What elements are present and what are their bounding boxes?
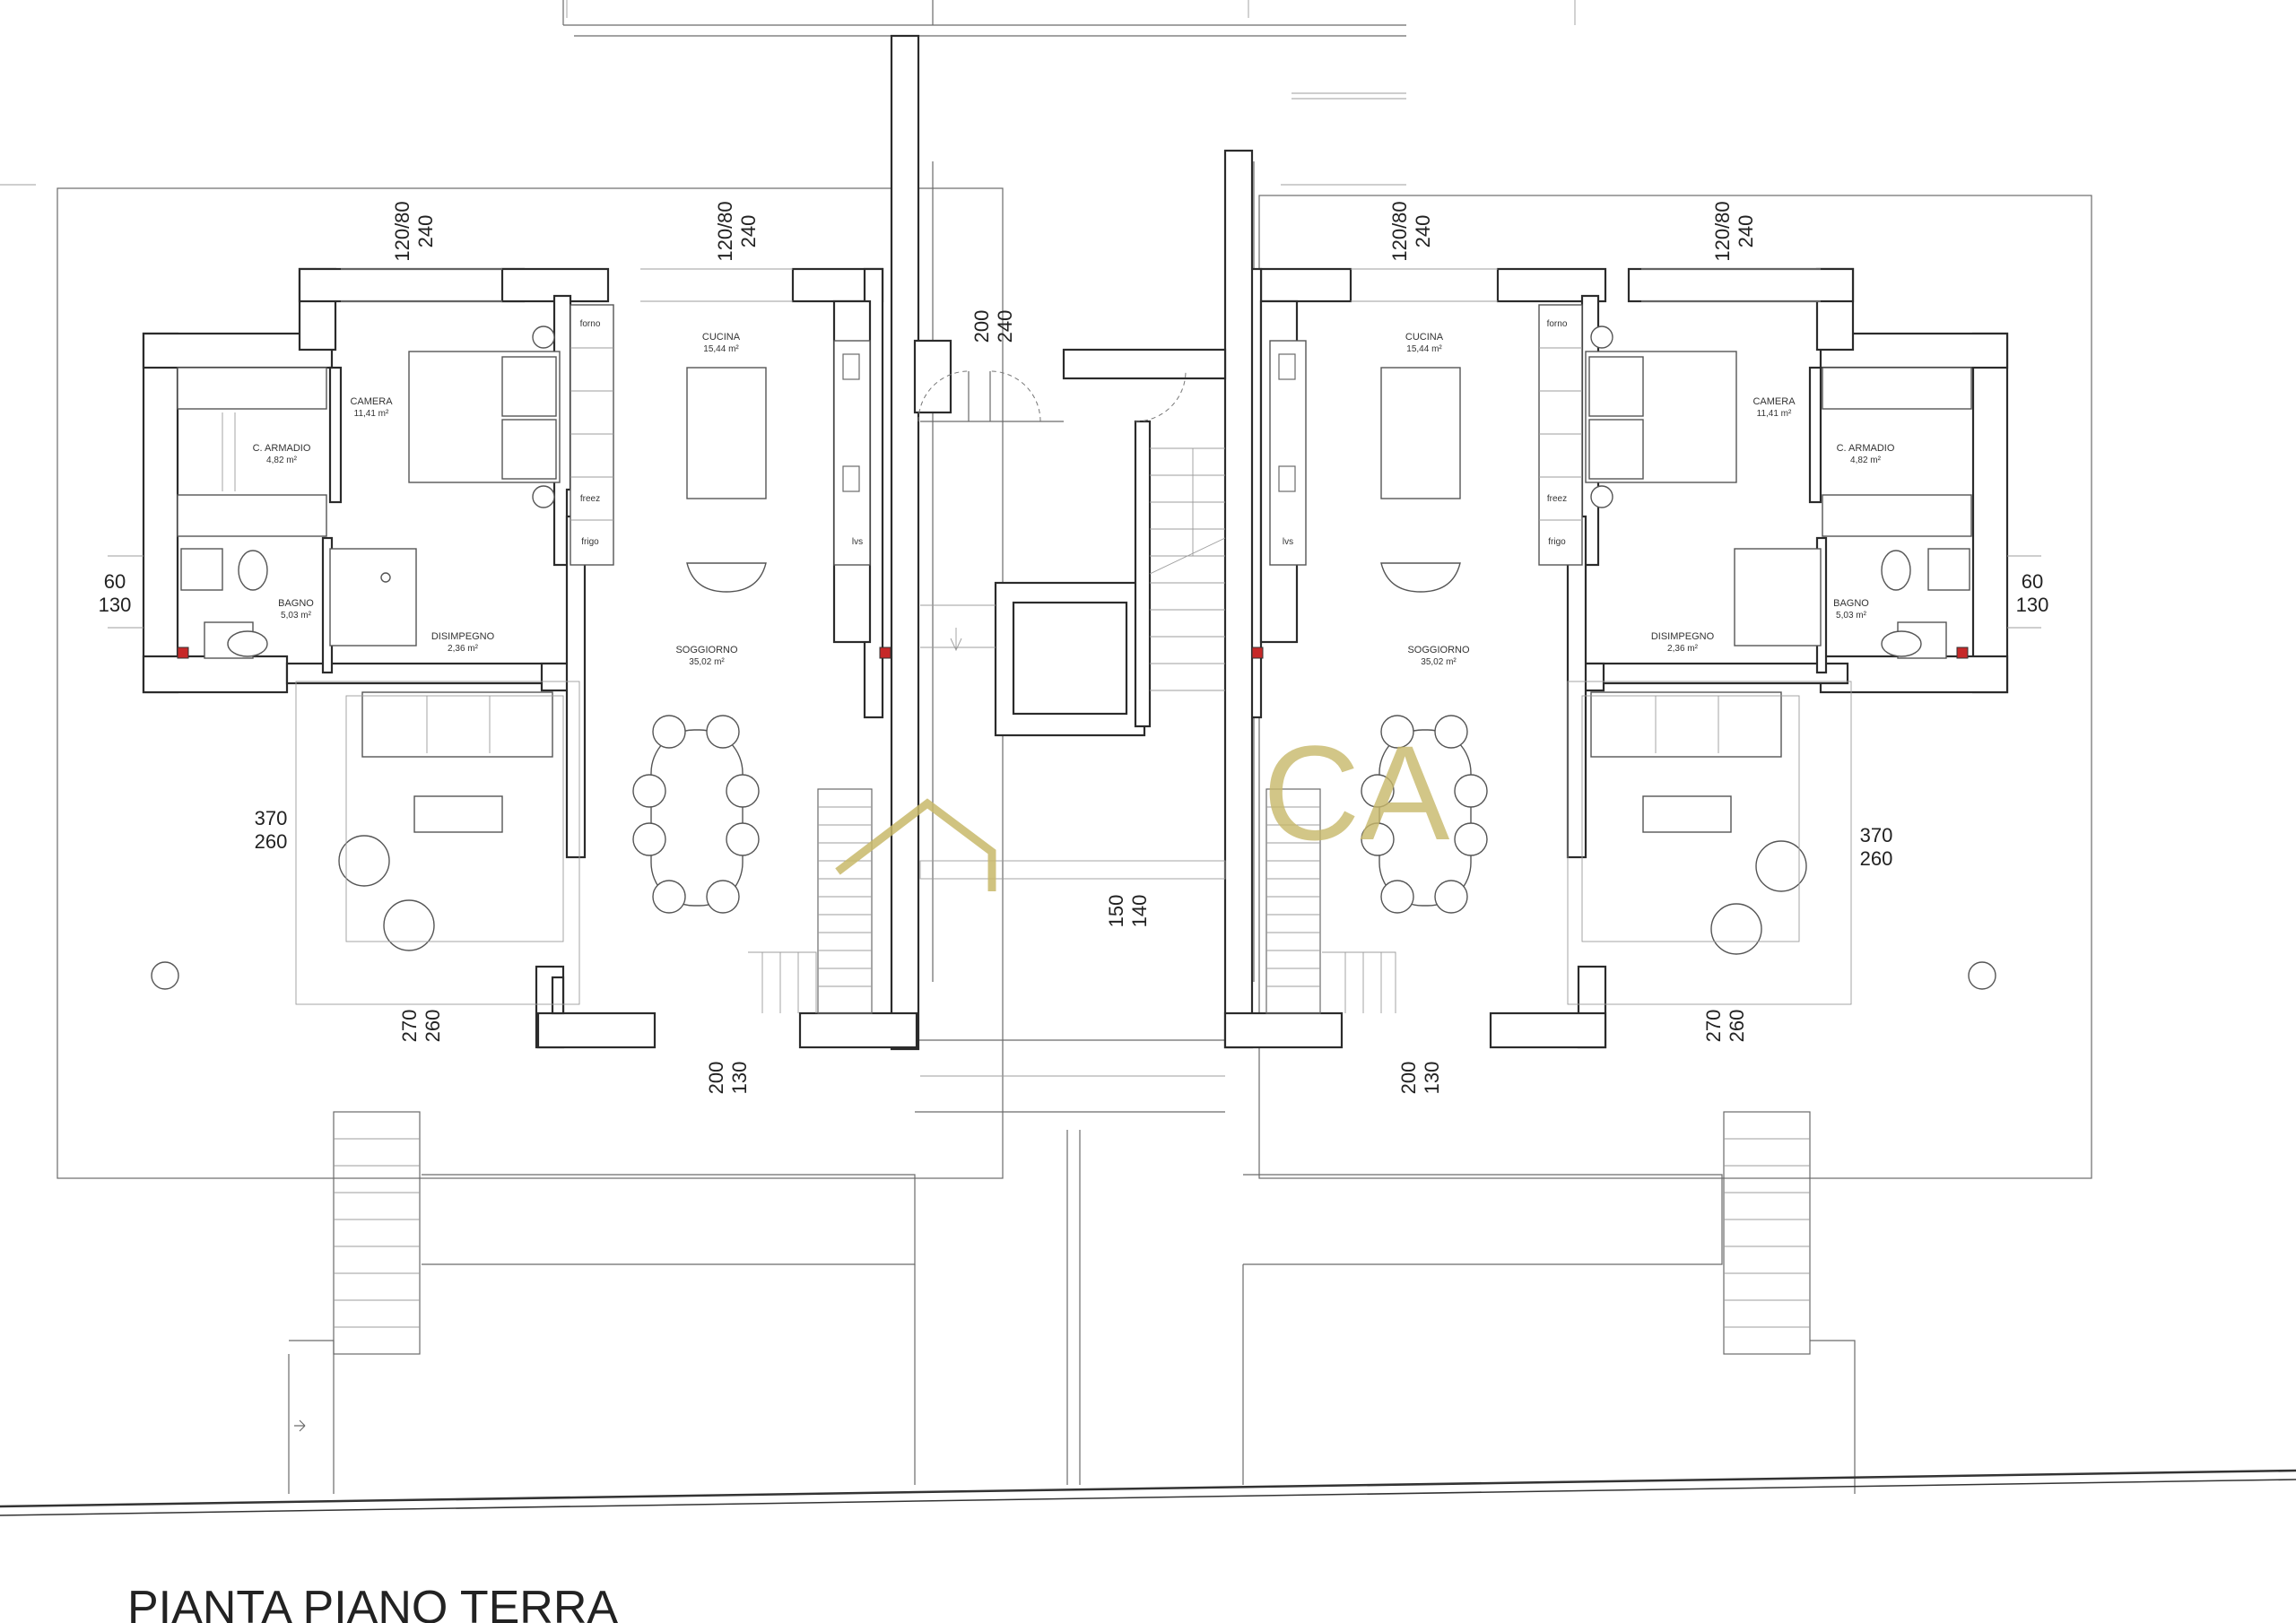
left-armadio-label: C. ARMADIO — [253, 443, 311, 454]
right-armadio-area: 4,82 m² — [1850, 456, 1882, 465]
dim-left-living-top: 370 — [255, 807, 288, 829]
right-freez-label: freez — [1547, 494, 1567, 504]
dim-left-bagno-bottom: 130 — [99, 594, 132, 616]
ground-line — [0, 1469, 2296, 1516]
right-disimpegno-label: DISIMPEGNO — [1651, 631, 1715, 642]
dim-right-camera-top: 120/80 — [1711, 201, 1734, 261]
dim-left-cucina-bottom: 240 — [737, 215, 760, 248]
right-forno-label: forno — [1547, 319, 1568, 329]
right-armadio-label: C. ARMADIO — [1837, 443, 1895, 454]
dim-left-cucina-top: 120/80 — [714, 201, 736, 261]
right-camera-label: CAMERA — [1752, 396, 1796, 407]
dim-right-bagno-top: 60 — [2022, 570, 2043, 593]
dim-entrance-bottom: 240 — [994, 310, 1016, 343]
right-camera-area: 11,41 m² — [1757, 409, 1792, 419]
dimension-labels: 120/80 240 120/80 240 200 240 120/80 240… — [99, 201, 2049, 1094]
right-room-labels: CAMERA 11,41 m² C. ARMADIO 4,82 m² CUCIN… — [1283, 319, 1895, 667]
right-soggiorno-label: SOGGIORNO — [1407, 645, 1470, 655]
left-bagno-area: 5,03 m² — [281, 611, 312, 621]
right-cucina-area: 15,44 m² — [1406, 344, 1442, 354]
left-freez-label: freez — [580, 494, 600, 504]
living-stairs — [748, 788, 1396, 1014]
left-frigo-label: frigo — [581, 537, 599, 547]
left-cucina-area: 15,44 m² — [703, 344, 739, 354]
left-soggiorno-label: SOGGIORNO — [675, 645, 738, 655]
top-boundary — [0, 0, 1576, 186]
left-bagno-label: BAGNO — [278, 598, 314, 609]
dim-left-front-top: 270 — [398, 1010, 421, 1043]
dim-left-bagno-top: 60 — [104, 570, 126, 593]
left-forno-label: forno — [580, 319, 601, 329]
dim-right-front-top: 270 — [1702, 1010, 1725, 1043]
dim-left-living-bottom: 260 — [255, 830, 288, 853]
watermark-logo: CA — [835, 717, 1449, 891]
dim-left-front-bottom: 260 — [422, 1010, 444, 1043]
dim-right-living-bottom: 260 — [1860, 847, 1893, 870]
right-soggiorno-area: 35,02 m² — [1421, 657, 1457, 667]
right-disimpegno-area: 2,36 m² — [1667, 644, 1699, 654]
left-camera-area: 11,41 m² — [354, 409, 389, 419]
dim-entrance-top: 200 — [970, 310, 993, 343]
window-lines — [108, 268, 2041, 629]
left-disimpegno-label: DISIMPEGNO — [431, 631, 495, 642]
dim-left-camera-bottom: 240 — [414, 215, 437, 248]
dim-left-door-top: 200 — [705, 1062, 727, 1095]
right-bagno-area: 5,03 m² — [1836, 611, 1867, 621]
right-frigo-label: frigo — [1548, 537, 1566, 547]
left-furniture — [151, 304, 891, 1005]
watermark-text: CA — [1263, 717, 1449, 868]
right-bagno-label: BAGNO — [1833, 598, 1869, 609]
right-furniture — [1251, 304, 1996, 1005]
exterior-stairs — [288, 1111, 1856, 1494]
dim-right-cucina-top: 120/80 — [1388, 201, 1411, 261]
right-cucina-label: CUCINA — [1405, 332, 1444, 343]
central-core — [918, 348, 1227, 1077]
dim-center-top: 150 — [1105, 895, 1127, 928]
left-cucina-label: CUCINA — [702, 332, 741, 343]
dim-right-camera-bottom: 240 — [1735, 215, 1757, 248]
left-armadio-area: 4,82 m² — [266, 456, 298, 465]
dim-left-door-bottom: 130 — [728, 1062, 751, 1095]
page-title: PIANTA PIANO TERRA — [127, 1582, 618, 1623]
left-soggiorno-area: 35,02 m² — [689, 657, 725, 667]
dim-right-bagno-bottom: 130 — [2016, 594, 2049, 616]
left-lvs-label: lvs — [852, 537, 863, 547]
dim-right-front-bottom: 260 — [1726, 1010, 1748, 1043]
dim-right-living-top: 370 — [1860, 824, 1893, 846]
dim-right-door-top: 200 — [1397, 1062, 1420, 1095]
dim-right-door-bottom: 130 — [1421, 1062, 1443, 1095]
dim-right-cucina-bottom: 240 — [1412, 215, 1434, 248]
dim-left-camera-top: 120/80 — [391, 201, 413, 261]
left-disimpegno-area: 2,36 m² — [448, 644, 479, 654]
left-camera-label: CAMERA — [350, 396, 393, 407]
dim-center-bottom: 140 — [1128, 895, 1151, 928]
right-unit-walls — [1223, 149, 2009, 1049]
left-room-labels: CAMERA 11,41 m² C. ARMADIO 4,82 m² CUCIN… — [253, 319, 864, 667]
right-lvs-label: lvs — [1283, 537, 1293, 547]
